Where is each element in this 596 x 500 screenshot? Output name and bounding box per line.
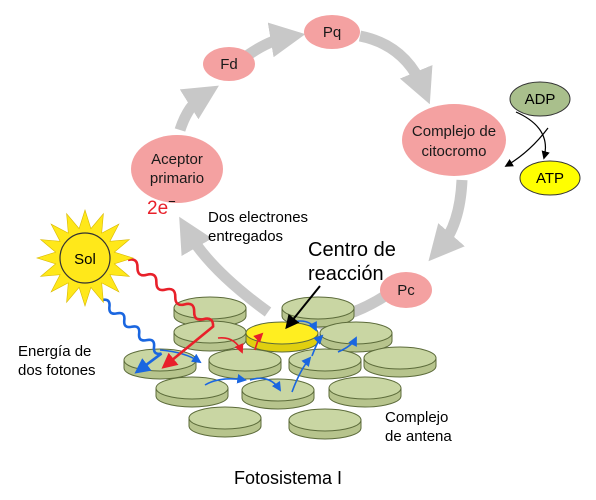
pc-label: Pc xyxy=(397,282,415,299)
disc-reaction-center xyxy=(245,321,319,353)
blue-transfer-4 xyxy=(291,356,312,393)
diagram-title: Fotosistema I xyxy=(234,468,342,488)
node-fd: Fd xyxy=(203,47,255,81)
centro-pointer-arrow xyxy=(285,285,321,330)
dos-electrones-line2: entregados xyxy=(208,228,283,245)
disc-3 xyxy=(173,320,247,352)
energia-line2: dos fotones xyxy=(18,362,96,379)
atp-label: ATP xyxy=(536,170,564,187)
dos-electrones-line1: Dos electrones xyxy=(208,209,308,226)
disc-13 xyxy=(288,408,362,440)
complejo-label-line1: Complejo de xyxy=(412,123,496,140)
node-adp: ADP xyxy=(509,81,571,117)
complejo-label-line2: citocromo xyxy=(421,143,486,160)
disc-9 xyxy=(155,376,229,408)
sun-core xyxy=(59,232,111,284)
disc-2 xyxy=(281,296,355,328)
red-transfer-2 xyxy=(253,332,264,351)
disc-8 xyxy=(363,346,437,378)
arrow-pq-to-complejo xyxy=(358,30,433,105)
arrow-aceptor-to-fd xyxy=(174,85,219,132)
fd-label: Fd xyxy=(220,56,238,73)
blue-transfer-3 xyxy=(249,377,282,392)
blue-transfer-2 xyxy=(204,374,247,386)
antena-line1: Complejo xyxy=(385,409,448,426)
side-arrow xyxy=(504,127,549,167)
adp-to-atp-arrow xyxy=(515,111,550,160)
aceptor-label-line1: Aceptor xyxy=(151,151,203,168)
disc-11 xyxy=(328,376,402,408)
red-photon-wave xyxy=(127,258,215,369)
blue-transfer-5 xyxy=(311,334,324,357)
arrow-complejo-to-pc xyxy=(428,179,468,262)
red-transfer-1 xyxy=(217,336,244,354)
node-pq: Pq xyxy=(304,15,360,49)
antena-line2: de antena xyxy=(385,428,452,445)
disc-1 xyxy=(173,296,247,328)
blue-transfer-1 xyxy=(159,349,202,364)
sun-label: Sol xyxy=(74,251,96,268)
arrow-centro-to-aceptor xyxy=(179,216,272,317)
arrow-fd-to-pq xyxy=(244,22,306,60)
blue-transfer-7 xyxy=(337,336,357,353)
disc-6 xyxy=(208,348,282,380)
energia-line1: Energía de xyxy=(18,343,91,360)
node-atp: ATP xyxy=(519,160,581,196)
blue-photon-wave xyxy=(101,298,163,374)
disc-12 xyxy=(188,406,262,438)
node-complejo-citocromo: Complejo de citocromo xyxy=(402,104,506,176)
pq-label: Pq xyxy=(323,24,341,41)
adp-label: ADP xyxy=(525,91,556,108)
centro-reaccion-line2: reacción xyxy=(308,263,384,285)
node-pc: Pc xyxy=(380,272,432,308)
sun: Sol xyxy=(36,209,134,307)
centro-reaccion-line1: Centro de xyxy=(308,239,396,261)
disc-4 xyxy=(319,321,393,353)
node-aceptor-primario: Aceptor primario xyxy=(131,135,223,203)
atp-synthesis-arrows xyxy=(504,111,550,167)
aceptor-label-line2: primario xyxy=(150,170,204,187)
two-electrons-label: 2e− xyxy=(147,194,176,219)
disc-10 xyxy=(241,378,315,410)
